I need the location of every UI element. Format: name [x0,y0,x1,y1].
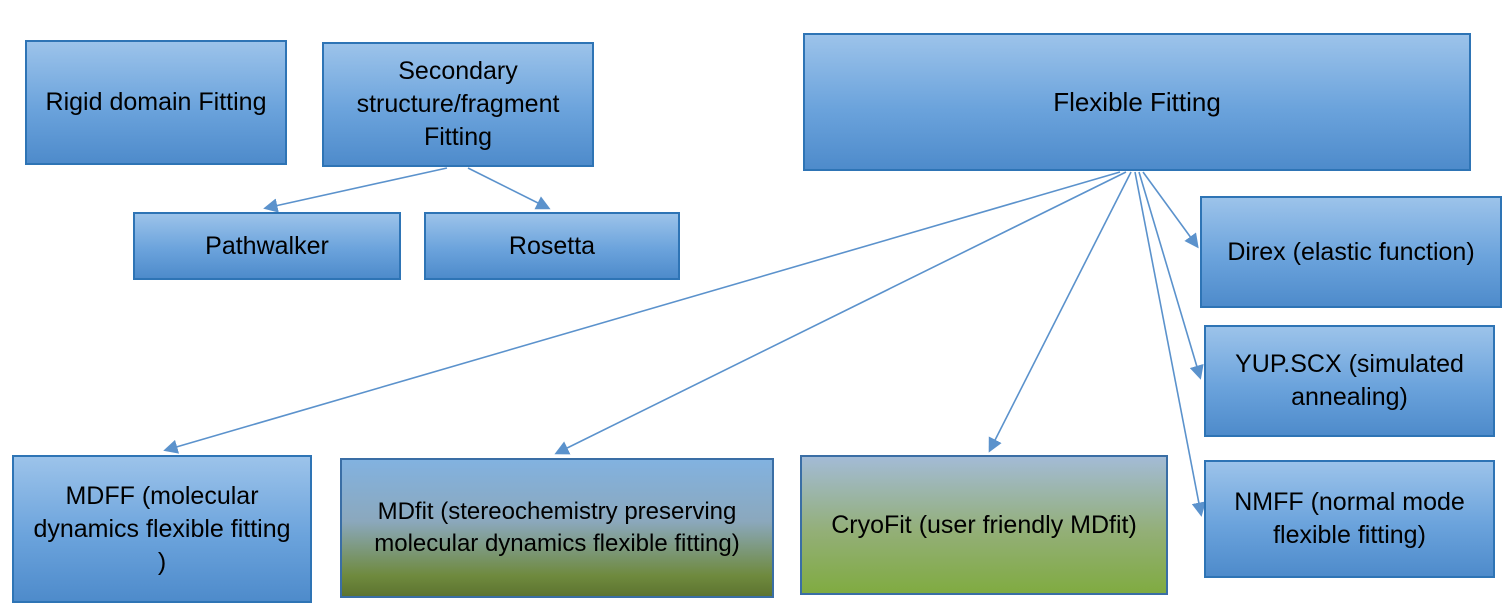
node-label-mdff: MDFF (molecular dynamics flexible fittin… [33,481,291,576]
node-secondary-structure-fragment-fitting: Secondary structure/fragment Fitting [322,42,594,167]
node-label-direx: Direx (elastic function) [1227,237,1475,266]
connector-flexible-to-mdfit [554,171,1127,455]
node-cryofit: CryoFit (user friendly MDfit) [800,455,1168,595]
node-yupscx: YUP.SCX (simulated annealing) [1204,325,1495,437]
connector-flexible-to-yupscx [1138,171,1204,380]
connector-flexible-to-direx [1142,171,1199,249]
node-flexible-fitting: Flexible Fitting [803,33,1471,171]
node-label-yupscx: YUP.SCX (simulated annealing) [1235,350,1464,411]
node-mdff: MDFF (molecular dynamics flexible fittin… [12,455,312,603]
node-rosetta: Rosetta [424,212,680,280]
node-direx: Direx (elastic function) [1200,196,1502,308]
node-label-pathwalker: Pathwalker [205,231,329,260]
node-rigid-domain-fitting: Rigid domain Fitting [25,40,287,165]
node-nmff: NMFF (normal mode flexible fitting) [1204,460,1495,578]
node-pathwalker: Pathwalker [133,212,401,280]
connector-flexible-to-cryofit [988,171,1132,453]
connector-flexible-to-nmff [1134,171,1206,517]
node-mdfit: MDfit (stereochemistry preserving molecu… [340,458,774,598]
connector-flexible-to-mdff [163,171,1121,454]
node-label-rosetta: Rosetta [508,231,596,260]
node-label-secondary: Secondary structure/fragment Fitting [356,57,560,151]
node-label-flexible: Flexible Fitting [1053,86,1221,117]
connector-secondary-to-pathwalker [263,167,448,213]
connector-secondary-to-rosetta [467,167,551,210]
node-label-nmff: NMFF (normal mode flexible fitting) [1234,488,1465,549]
node-label-mdfit: MDfit (stereochemistry preserving molecu… [374,498,740,557]
node-label-rigid: Rigid domain Fitting [45,88,267,116]
node-label-cryofit: CryoFit (user friendly MDfit) [831,510,1137,539]
